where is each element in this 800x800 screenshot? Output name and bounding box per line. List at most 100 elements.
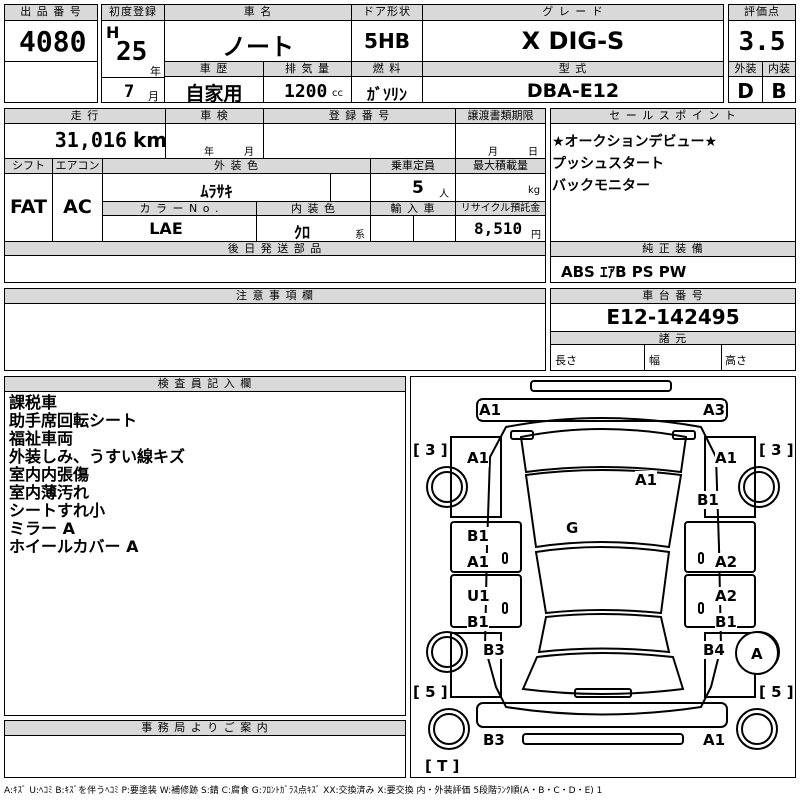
mark-left-rear-door-1: U1 (467, 587, 490, 605)
mark-right-fender-lower: B1 (697, 491, 719, 509)
car-outline-svg (426, 380, 780, 750)
mark-windshield: G (566, 519, 579, 537)
displacement-cell: 排 気 量 1200 cc (263, 61, 352, 103)
mark-front-right-fender: A1 (715, 449, 738, 467)
width-label: 幅 (649, 354, 660, 367)
score-cell: 評価点 3.5 (728, 4, 796, 62)
interior-grade: B (771, 79, 787, 103)
history: 自家用 (185, 83, 243, 105)
mileage-unit: km (133, 128, 168, 152)
damage-legend: A:ｷｽﾞ U:ﾍｺﾐ B:ｷｽﾞを伴うﾍｺﾐ P:要塗装 W:補修跡 S:錆 … (4, 786, 603, 796)
shift: FAT (10, 196, 47, 218)
tread-front-left: [ 3 ] (413, 441, 448, 459)
model-label: 型 式 (423, 62, 723, 77)
inspection-year-unit: 年 (204, 147, 214, 158)
selling-point-2: プッシュスタート (552, 156, 664, 172)
aircon: AC (63, 196, 92, 218)
grade-label: グ レ ー ド (423, 5, 723, 21)
mark-front-left-corner: A1 (479, 401, 502, 419)
int-color-unit: 系 (355, 230, 365, 241)
interior-grade-label: 内装 (763, 62, 795, 77)
tread-front-right: [ 3 ] (759, 441, 794, 459)
capacity: 5 (412, 178, 424, 198)
score: 3.5 (738, 27, 786, 57)
lot-number: 4080 (19, 25, 87, 58)
mark-left-front-door-2: A1 (467, 553, 490, 571)
selling-point-3: バックモニター (552, 178, 650, 194)
chassis-label: 車 台 番 号 (551, 289, 795, 304)
caution-label: 注 意 事 項 欄 (5, 289, 545, 304)
color-no: LAE (149, 219, 183, 238)
note-7: シートすれ小 (9, 501, 106, 520)
exterior-grade-label: 外装 (729, 62, 762, 77)
mileage-label: 走 行 (5, 109, 165, 124)
month-unit: 月 (148, 90, 159, 103)
history-cell: 車 歴 自家用 (164, 61, 264, 105)
import-label: 輸 入 車 (371, 202, 455, 216)
mark-right-front-door: A2 (715, 553, 738, 571)
note-8: ミラー A (9, 519, 75, 538)
transfer-label: 譲渡書類期限 (456, 109, 545, 124)
int-color-label: 内 装 色 (257, 202, 370, 216)
reg-year: 25 (116, 37, 148, 67)
first-registration-cell: 初度登録 H 25 年 7 月 (101, 4, 165, 103)
car-name: ノート (222, 33, 294, 61)
inspection-label: 車 検 (166, 109, 263, 124)
ext-color-label: 外 装 色 (103, 159, 370, 174)
displacement: 1200 (284, 81, 328, 102)
grade-cell: グ レ ー ド X DIG-S (422, 4, 724, 62)
exterior-grade-cell: 外装 D (728, 61, 763, 103)
mark-rear-left-corner: B3 (483, 731, 505, 749)
year-unit: 年 (150, 65, 161, 78)
lot-number-cell: 出 品 番 号 4080 (4, 4, 98, 62)
note-9: ホイールカバー A (9, 537, 139, 556)
mark-rear-right-corner: A1 (703, 731, 726, 749)
model-cell: 型 式 DBA-E12 (422, 61, 724, 103)
note-2: 助手席回転シート (9, 411, 138, 430)
selling-points-label: セ ー ル ス ポ イ ン ト (551, 109, 795, 124)
inspection-month-unit: 月 (244, 147, 254, 158)
door-label: ドア形状 (352, 5, 422, 21)
office-box: 事 務 局 よ り ご 案 内 (4, 720, 406, 778)
inspector-label: 検 査 員 記 入 欄 (5, 377, 405, 392)
height-label: 高さ (725, 354, 747, 367)
model: DBA-E12 (526, 80, 620, 102)
transfer-month-unit: 月 (488, 147, 498, 158)
door-cell: ドア形状 5HB (351, 4, 423, 62)
mark-front-left-fender: A1 (467, 449, 490, 467)
note-3: 福祉車両 (9, 429, 74, 448)
tread-rear-right: [ 5 ] (759, 683, 794, 701)
later-parts-label: 後 日 発 送 部 品 (5, 242, 545, 256)
equipment: ABS ｴｱB PS PW (561, 263, 687, 281)
mark-right-rear-door-2: B1 (715, 613, 737, 631)
recycle-label: リサイクル預託金 (456, 202, 545, 216)
mark-right-rear-door-1: A2 (715, 587, 738, 605)
displacement-label: 排 気 量 (264, 62, 351, 77)
specs-label: 諸 元 (551, 331, 795, 345)
car-name-label: 車 名 (165, 5, 351, 21)
fuel: ｶﾞｿﾘﾝ (366, 85, 407, 104)
selling-point-1: ★オークションデビュー★ (552, 134, 718, 150)
capacity-unit: 人 (439, 189, 449, 200)
mark-right-quarter: B4 (703, 641, 725, 659)
selling-points-box: セ ー ル ス ポ イ ン ト ★オークションデビュー★ プッシュスタート バッ… (550, 108, 796, 242)
note-4: 外装しみ、うすい線キズ (9, 447, 186, 466)
grade: X DIG-S (521, 27, 625, 55)
inspector-box: 検 査 員 記 入 欄 課税車 助手席回転シート 福祉車両 外装しみ、うすい線キ… (4, 376, 406, 716)
equipment-box: 純 正 装 備 ABS ｴｱB PS PW (550, 241, 796, 283)
era: H (106, 23, 120, 42)
tread-rear-left: [ 5 ] (413, 683, 448, 701)
mileage: 31,016 (54, 128, 127, 152)
chassis-box: 車 台 番 号 E12-142495 諸 元 長さ 幅 高さ (550, 288, 796, 371)
fuel-label: 燃 料 (352, 62, 422, 77)
mark-left-rear-door-2: B1 (467, 613, 489, 631)
capacity-label: 乗車定員 (371, 159, 455, 174)
note-6: 室内薄汚れ (9, 483, 90, 502)
inspector-notes: 課税車 助手席回転シート 福祉車両 外装しみ、うすい線キズ 室内内張傷 室内薄汚… (9, 394, 185, 556)
score-label: 評価点 (729, 5, 795, 21)
fuel-cell: 燃 料 ｶﾞｿﾘﾝ (351, 61, 423, 104)
length-label: 長さ (555, 354, 577, 367)
vehicle-details-table (4, 108, 546, 283)
lot-number-label: 出 品 番 号 (5, 5, 97, 21)
history-label: 車 歴 (165, 62, 263, 77)
